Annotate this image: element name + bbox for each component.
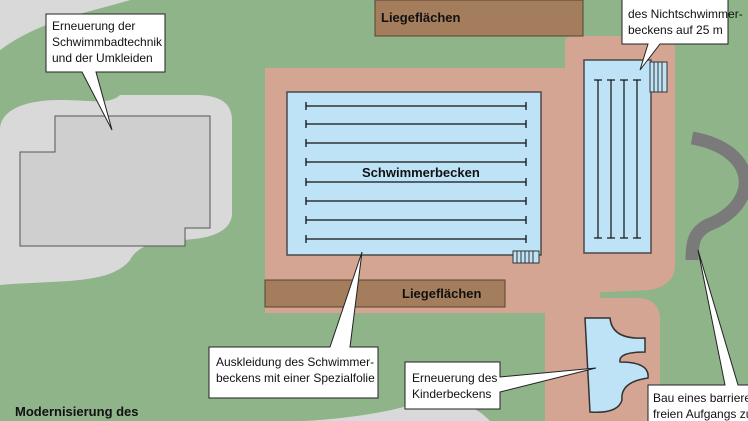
callout-barrierefrei-text: Bau eines barriere- freien Aufgangs zum	[653, 390, 748, 421]
swimmer-pool	[286, 91, 542, 256]
callout-technik-box	[45, 13, 166, 131]
swimmer-pool-lanes	[305, 102, 527, 243]
callout-technik-line-3: und der Umkleiden	[52, 51, 153, 65]
callout-spezialfolie-line-2: beckens mit einer Spezialfolie	[216, 371, 375, 385]
callout-spezialfolie-line-1: Auskleidung des Schwimmer-	[216, 355, 375, 369]
callout-nichtschwimmer-line-1: des Nichtschwimmer-	[628, 7, 743, 21]
nonswimmer-pool	[583, 59, 652, 254]
callout-spezialfolie-box	[208, 251, 379, 399]
callout-kinderbecken-line-1: Erneuerung des	[412, 371, 498, 385]
callout-nichtschwimmer-line-2: beckens auf 25 m	[628, 23, 723, 37]
callout-spezialfolie-text: Auskleidung des Schwimmer- beckens mit e…	[216, 354, 375, 386]
building	[19, 115, 211, 247]
callout-technik-line-1: Erneuerung der	[52, 19, 136, 33]
schwimmerbecken-label: Schwimmerbecken	[362, 165, 480, 180]
callout-kinderbecken-box	[404, 361, 597, 410]
callout-technik-text: Erneuerung der Schwimmbadtechnik und der…	[52, 18, 162, 66]
liegeflaechen-bottom-label: Liegeflächen	[402, 286, 482, 301]
nonswimmer-pool-lanes	[594, 79, 641, 239]
callout-barrierefrei-box	[647, 249, 748, 421]
liegeflaechen-bottom-bed	[264, 279, 506, 308]
callout-barrierefrei-line-2: freien Aufgangs zum	[653, 407, 748, 421]
road-area	[0, 0, 130, 50]
liegeflaechen-top-label: Liegeflächen	[381, 10, 461, 25]
liegeflaechen-top-bed	[374, 0, 584, 37]
nonswimmer-pool-steps	[649, 61, 668, 93]
callout-nichtschwimmer-text: des Nichtschwimmer- beckens auf 25 m	[628, 6, 743, 38]
callout-technik-line-2: Schwimmbadtechnik	[52, 35, 163, 49]
callout-kinderbecken-text: Erneuerung des Kinderbeckens	[412, 370, 497, 402]
barrier-free-path	[685, 131, 748, 261]
swimmer-pool-steps	[512, 250, 540, 264]
page-title: Modernisierung des	[15, 404, 139, 419]
children-pool	[584, 317, 649, 413]
callout-kinderbecken-line-2: Kinderbeckens	[412, 387, 492, 401]
callout-nichtschwimmer-box	[621, 0, 729, 71]
callout-barrierefrei-line-1: Bau eines barriere-	[653, 391, 748, 405]
